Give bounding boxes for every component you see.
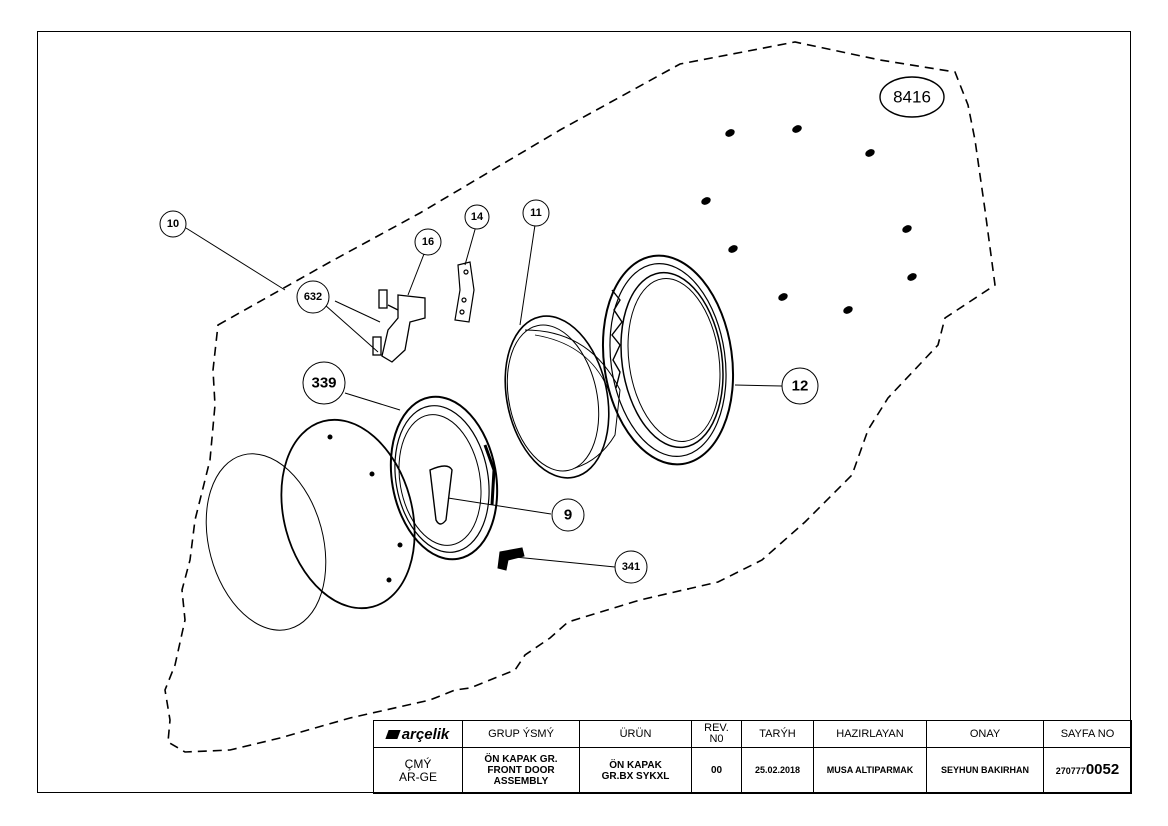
callout-632: 632 (296, 280, 330, 314)
part-hinge (372, 289, 426, 363)
stray-dot (687, 588, 689, 590)
header-group-name: GRUP ÝSMÝ (462, 720, 580, 748)
svg-text:16: 16 (422, 236, 434, 248)
svg-text:339: 339 (311, 375, 336, 392)
logo-text: arçelik (401, 725, 450, 743)
callout-341: 341 (614, 550, 648, 584)
part-handle (429, 465, 453, 525)
approved-by: SEYHUN BAKIRHAN (926, 747, 1044, 794)
header-date: TARÝH (741, 720, 814, 748)
part-screws (701, 125, 917, 314)
svg-text:8416: 8416 (893, 88, 931, 107)
callout-12: 12 (781, 367, 819, 405)
department: ÇMÝ AR-GE (373, 747, 463, 794)
callout-14: 14 (464, 204, 490, 230)
svg-text:11: 11 (530, 207, 542, 219)
svg-text:10: 10 (167, 218, 179, 230)
leader-lines (185, 224, 783, 568)
header-approved-by: ONAY (926, 720, 1044, 748)
svg-text:9: 9 (564, 507, 572, 524)
part-inner-ring (389, 395, 499, 561)
callout-9: 9 (551, 498, 585, 532)
header-product: ÜRÜN (579, 720, 692, 748)
callout-11: 11 (522, 199, 550, 227)
part-outer-ring (601, 254, 735, 466)
svg-text:341: 341 (622, 561, 640, 573)
svg-text:12: 12 (792, 378, 809, 395)
callout-16: 16 (414, 228, 442, 256)
brand-logo: arçelik (373, 720, 463, 748)
svg-text:632: 632 (304, 291, 322, 303)
callout-339: 339 (302, 361, 346, 405)
group-name: ÖN KAPAK GR. FRONT DOOR ASSEMBLY (462, 747, 580, 794)
title-block: arçelik GRUP ÝSMÝ ÜRÜN REV. N0 TARÝH HAZ… (373, 720, 1132, 794)
header-page-no: SAYFA NO (1043, 720, 1132, 748)
svg-text:14: 14 (471, 211, 484, 223)
callout-8416: 8416 (879, 76, 945, 118)
assembly-boundary (164, 41, 996, 753)
part-outer-disc (205, 453, 327, 631)
product: ÖN KAPAK GR.BX SYKXL (579, 747, 692, 794)
callout-10: 10 (159, 210, 187, 238)
page-no-prefix: 270777 (1055, 766, 1086, 776)
part-door-glass-bowl (504, 315, 621, 479)
rev-no: 00 (691, 747, 742, 794)
part-glass-disc (280, 418, 416, 610)
date: 25.02.2018 (741, 747, 814, 794)
page-no-suffix: 0052 (1085, 761, 1120, 778)
prepared-by: MUSA ALTIPARMAK (813, 747, 927, 794)
header-prepared-by: HAZIRLAYAN (813, 720, 927, 748)
part-bracket (454, 261, 475, 323)
header-rev-no: REV. N0 (691, 720, 742, 748)
logo-flag-icon (385, 730, 401, 740)
page-no: 2707770052 (1043, 747, 1132, 794)
part-latch (497, 547, 525, 571)
